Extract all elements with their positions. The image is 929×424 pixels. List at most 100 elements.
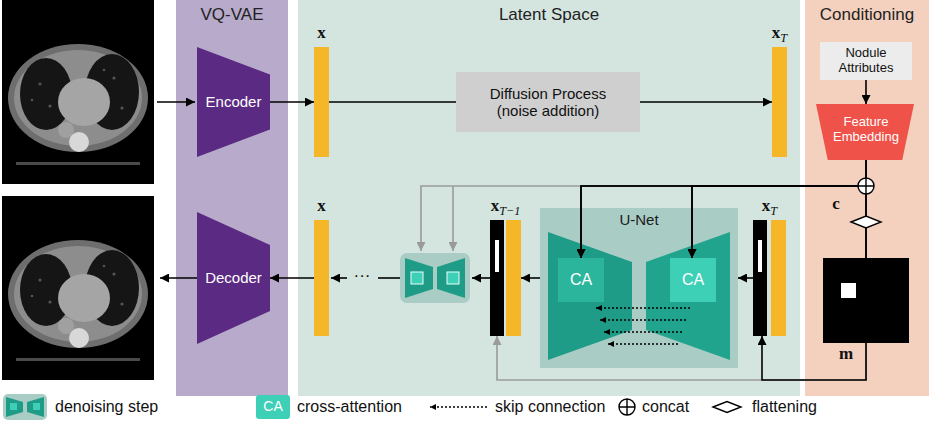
math-symbol: x: [317, 196, 326, 215]
connector: [762, 336, 866, 380]
ct-image: [2, 0, 154, 184]
band-title: Latent Space: [298, 0, 800, 25]
math-symbol: x: [317, 23, 326, 42]
math-subscript: T−1: [499, 204, 520, 218]
node-label: U-Net: [619, 211, 658, 228]
step-line: [378, 277, 400, 279]
legend-text: cross-attention: [297, 398, 402, 416]
output-arrow: [160, 277, 197, 279]
latent-vector: x: [314, 220, 329, 336]
symbol-label: c: [832, 195, 840, 214]
legend-text: denoising step: [55, 398, 158, 416]
legend-item: skip connection: [495, 398, 605, 416]
condition-line: [452, 186, 454, 251]
vector-label: xT: [735, 196, 805, 217]
conditioning-band: ConditioningNodule AttributesFeature Emb…: [805, 0, 929, 396]
concat-symbol: [858, 178, 874, 194]
connector: [497, 336, 866, 380]
mask-image: m: [823, 258, 909, 343]
node-shape: [490, 220, 521, 336]
connector: [581, 160, 866, 258]
vector-label: x: [287, 196, 357, 216]
space-band: Latent SpacexDiffusion Process (noise ad…: [298, 0, 800, 396]
flattening-symbol: [851, 216, 881, 228]
math-symbol: m: [839, 344, 853, 363]
graphic-shape: [858, 178, 874, 194]
band-title: VQ-VAE: [176, 0, 288, 25]
node-label: CA: [682, 271, 704, 289]
legend-attention-icon: [256, 395, 290, 419]
graphic-shape: [400, 253, 470, 303]
latent-vector: x: [314, 47, 329, 157]
encoder-block: Encoder: [197, 47, 270, 157]
node-label: Nodule Attributes: [824, 46, 908, 76]
decoder-block: Decoder: [197, 212, 270, 344]
connector: [692, 160, 866, 258]
legend-text: flattening: [752, 398, 817, 416]
node-label: Feature Embedding: [820, 115, 912, 145]
legend-item: flattening: [752, 398, 817, 416]
label-slot: ···: [354, 267, 371, 286]
graphic-shape: [3, 394, 47, 420]
graphic-shape: [619, 399, 635, 415]
input-arrow: [157, 101, 195, 103]
mask-bar: [490, 220, 504, 336]
node-label: Decoder: [205, 269, 262, 286]
legend-text: skip connection: [495, 398, 605, 416]
latent-vector: xT: [772, 47, 787, 157]
input-box: Nodule Attributes: [820, 42, 912, 80]
unet-decoder-shape: [548, 232, 632, 360]
ellipsis-label: ···: [354, 267, 371, 286]
legend-denoising-icon: [3, 394, 47, 420]
unet-box: U-NetCACA: [540, 208, 738, 368]
math-symbol: c: [832, 194, 840, 213]
vector-label: xT−1: [471, 196, 541, 217]
skip-connection: [600, 319, 686, 321]
trapezoid-shape: [816, 104, 914, 160]
connector: [521, 277, 540, 279]
latent-bar: [506, 220, 521, 336]
math-symbol: x: [772, 23, 781, 42]
graphic-shape: [858, 178, 874, 194]
graphic-shape: [411, 272, 423, 284]
mask-slit: [495, 240, 499, 272]
legend-flattening-icon: [713, 402, 741, 413]
latent-bar: [771, 220, 786, 336]
graphic-shape: [33, 403, 40, 410]
nodule-region: [841, 283, 856, 298]
connector: [270, 277, 314, 279]
vector-label: xT: [745, 23, 815, 44]
node-shape: [753, 220, 786, 336]
skip-connection: [604, 331, 682, 333]
connector: [865, 80, 867, 104]
mask-slit: [758, 240, 762, 272]
math-subscript: T: [770, 204, 777, 218]
node-label: Encoder: [206, 93, 262, 110]
math-subscript: T: [780, 31, 787, 45]
legend-icon-label: CA: [263, 399, 282, 414]
unet-encoder-shape: [646, 232, 730, 360]
graphic-shape: [447, 272, 459, 284]
node-shape: [823, 258, 909, 343]
connector: [581, 186, 866, 258]
label-slot: c: [832, 195, 840, 214]
math-symbol: x: [762, 196, 771, 215]
graphic-shape: [405, 258, 433, 298]
process-box: Diffusion Process (noise addition): [456, 72, 640, 132]
skip-connection: [596, 307, 690, 309]
trapezoid-shape: [197, 47, 270, 157]
masked-latent: xT−1: [490, 220, 521, 336]
legend-skip-icon: [430, 406, 487, 408]
mask-bar: [753, 220, 767, 336]
connector: [329, 101, 456, 103]
skip-connection: [608, 343, 678, 345]
condition-line: [421, 186, 580, 251]
connector: [738, 277, 753, 279]
legend-item: concat: [642, 398, 689, 416]
graphic-shape: [10, 403, 17, 410]
legend-text: concat: [642, 398, 689, 416]
node-label: Diffusion Process (noise addition): [473, 85, 623, 120]
